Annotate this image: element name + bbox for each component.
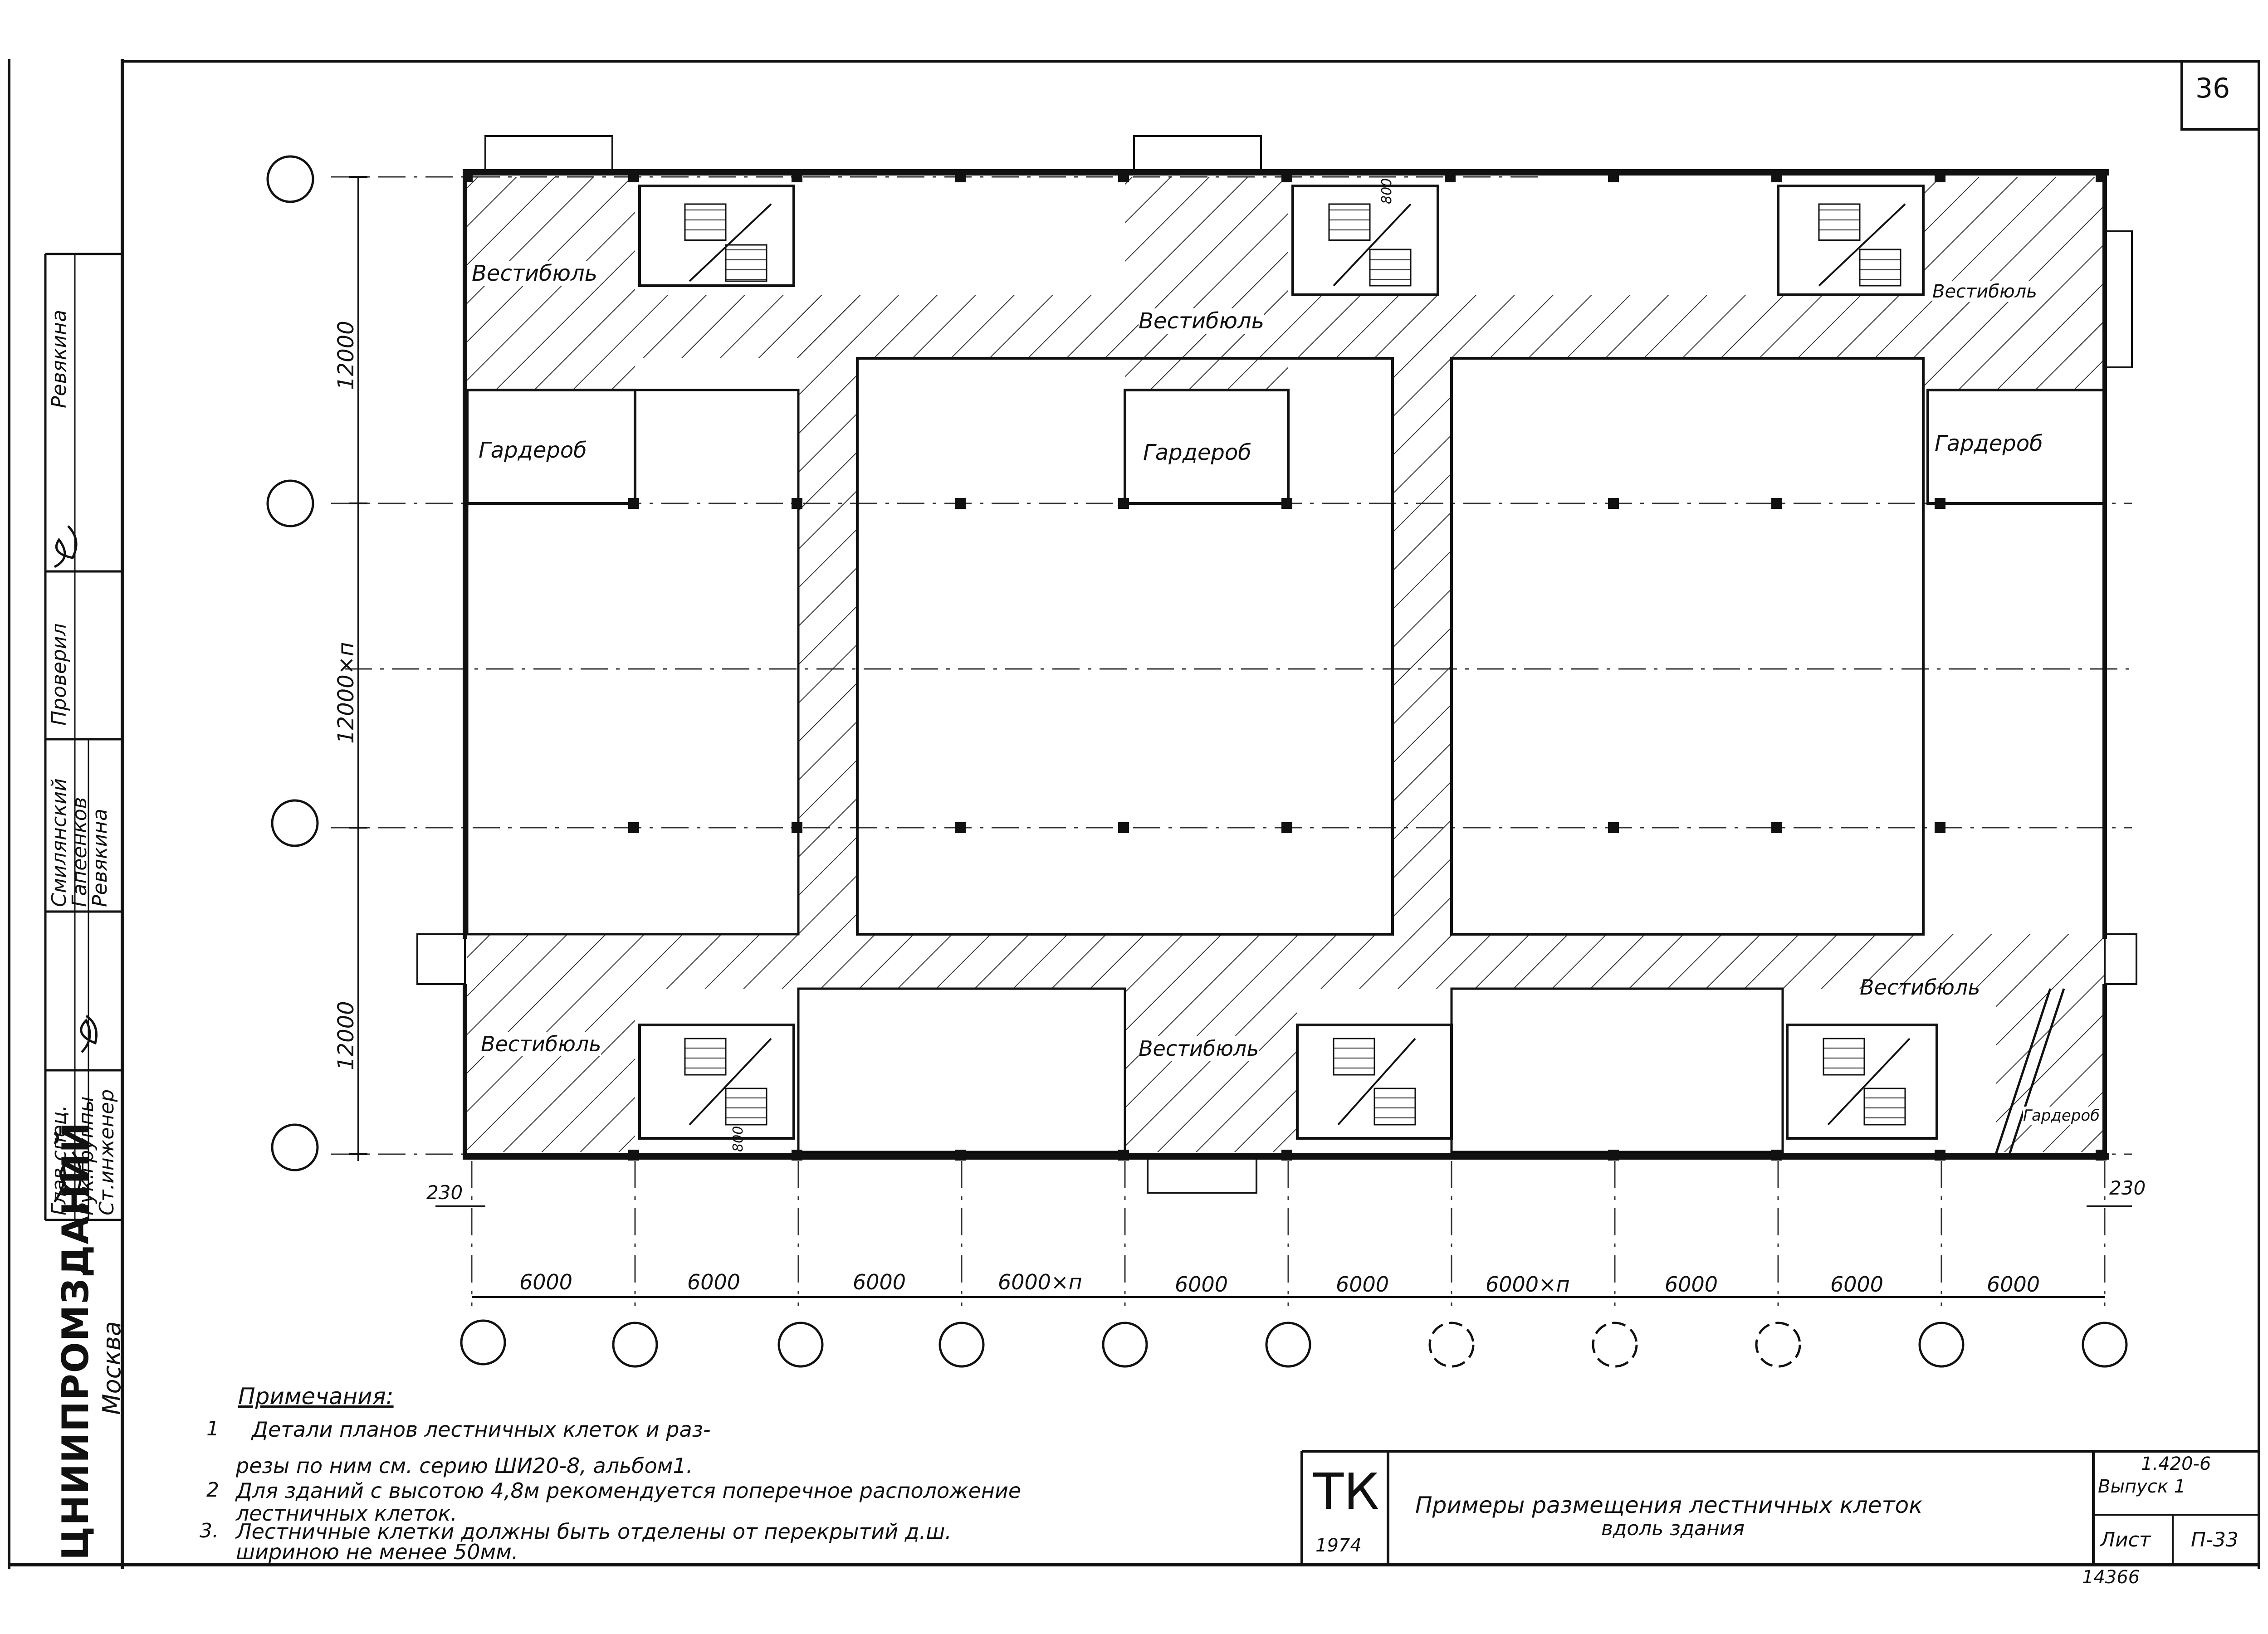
dimension-bottom-9: 6000 (1830, 1272, 1884, 1297)
title-sheet-label: Лист (2100, 1528, 2151, 1551)
axis-bubble-bottom-7 (1428, 1322, 1475, 1368)
title-line-1: Примеры размещения лестничных клеток (1415, 1492, 1923, 1518)
axis-bubble-left-1 (266, 155, 314, 203)
axis-bubbles (266, 155, 2128, 1368)
dimension-stair-top: 800 (1379, 178, 1395, 204)
dimension-bottom-2: 6000 (687, 1270, 741, 1294)
entrances (416, 135, 2137, 1194)
title-series: 1.420-6 (2141, 1454, 2211, 1474)
dimension-lines (349, 176, 2132, 1298)
title-inventory: 14366 (2082, 1567, 2140, 1588)
room-label-vestibule-top-center: Вестибюль (1139, 308, 1264, 334)
sheet-frame (8, 59, 2260, 1569)
title-block-frame (1300, 1450, 2259, 1565)
axis-bubble-bottom-10 (1918, 1322, 1965, 1368)
dimension-bottom-5: 6000 (1175, 1272, 1228, 1297)
dimension-left-3: 12000 (333, 1001, 359, 1070)
axis-bubble-left-2 (266, 479, 314, 527)
signatures (53, 525, 98, 1203)
note-3-num: 3. (200, 1519, 219, 1542)
note-2b-text: лестничных клеток. (236, 1501, 458, 1526)
stair-flights (684, 203, 1906, 1126)
axis-bubble-left-4 (271, 1123, 319, 1171)
axis-bubble-bottom-3 (777, 1322, 824, 1368)
dimension-left-1: 12000 (333, 321, 359, 390)
note-2-num: 2 (206, 1478, 219, 1502)
axis-bubble-bottom-9 (1755, 1322, 1801, 1368)
title-year: 1974 (1315, 1535, 1362, 1556)
org-city: Москва (98, 1321, 126, 1415)
dimension-bottom-6: 6000 (1336, 1272, 1389, 1297)
notes-heading: Примечания: (238, 1383, 394, 1410)
note-1b-text: резы по ним см. серию ШИ20-8, альбом1. (236, 1454, 693, 1478)
axis-bubble-bottom-2 (612, 1322, 658, 1368)
room-label-vestibule-bottom-left: Вестибюль (481, 1032, 601, 1056)
stair-diagonals (689, 203, 1911, 1126)
sheet-number: 36 (2195, 73, 2230, 104)
axis-bubble-bottom-5 (1102, 1322, 1148, 1368)
axis-bubble-left-3 (271, 799, 319, 847)
dimension-bottom-10: 6000 (1987, 1272, 2040, 1297)
title-sheet-code: П-33 (2191, 1528, 2239, 1551)
dimension-left-2: 12000×п (333, 642, 359, 744)
columns (463, 171, 2107, 1161)
room-label-vestibule-bottom-center: Вестибюль (1139, 1036, 1259, 1061)
hatched-zones (467, 177, 2105, 1152)
dimension-stair-bottom: 800 (730, 1126, 746, 1152)
left-title-strip (44, 253, 122, 1221)
note-1-num: 1 (206, 1417, 219, 1440)
dimension-bottom-8: 6000 (1665, 1272, 1718, 1297)
axis-bubble-bottom-6 (1265, 1322, 1311, 1368)
axis-bubble-bottom-1 (460, 1319, 506, 1366)
axis-bubble-bottom-11 (2082, 1322, 2128, 1368)
dimension-bottom-4: 6000×п (998, 1270, 1082, 1294)
note-1-text: Детали планов лестничных клеток и раз- (252, 1417, 711, 1442)
note-3-text: Лестничные клетки должны быть отделены о… (236, 1519, 952, 1544)
wardrobe-small-outline (1994, 988, 2065, 1155)
room-label-wardrobe-left: Гардероб (479, 438, 587, 463)
note-2-text: Для зданий с высотою 4,8м рекомендуется … (236, 1478, 1022, 1503)
title-line-2: вдоль здания (1601, 1517, 1745, 1540)
note-3b-text: шириною не менее 50мм. (236, 1540, 518, 1564)
room-label-wardrobe-right: Гардероб (1935, 431, 2043, 456)
dimension-edge-left: 230 (426, 1181, 463, 1204)
room-label-vestibule-top-right: Вестибюль (1932, 281, 2037, 302)
stair-cells (638, 185, 1938, 1140)
title-issue: Выпуск 1 (2098, 1476, 2186, 1497)
room-label-wardrobe-center: Гардероб (1143, 440, 1251, 465)
dimension-bottom-1: 6000 (519, 1270, 573, 1294)
dimension-edge-right: 230 (2109, 1177, 2146, 1199)
dimension-bottom-7: 6000×п (1486, 1272, 1570, 1297)
axis-bubble-bottom-4 (938, 1322, 985, 1368)
dimension-bottom-3: 6000 (853, 1270, 906, 1294)
room-label-vestibule-top-left: Вестибюль (472, 261, 597, 286)
room-label-wardrobe-small: Гардероб (2023, 1107, 2100, 1125)
room-label-vestibule-bottom-right: Вестибюль (1860, 975, 1980, 1000)
axis-bubble-bottom-8 (1592, 1322, 1638, 1368)
title-mark: ТК (1313, 1463, 1379, 1521)
